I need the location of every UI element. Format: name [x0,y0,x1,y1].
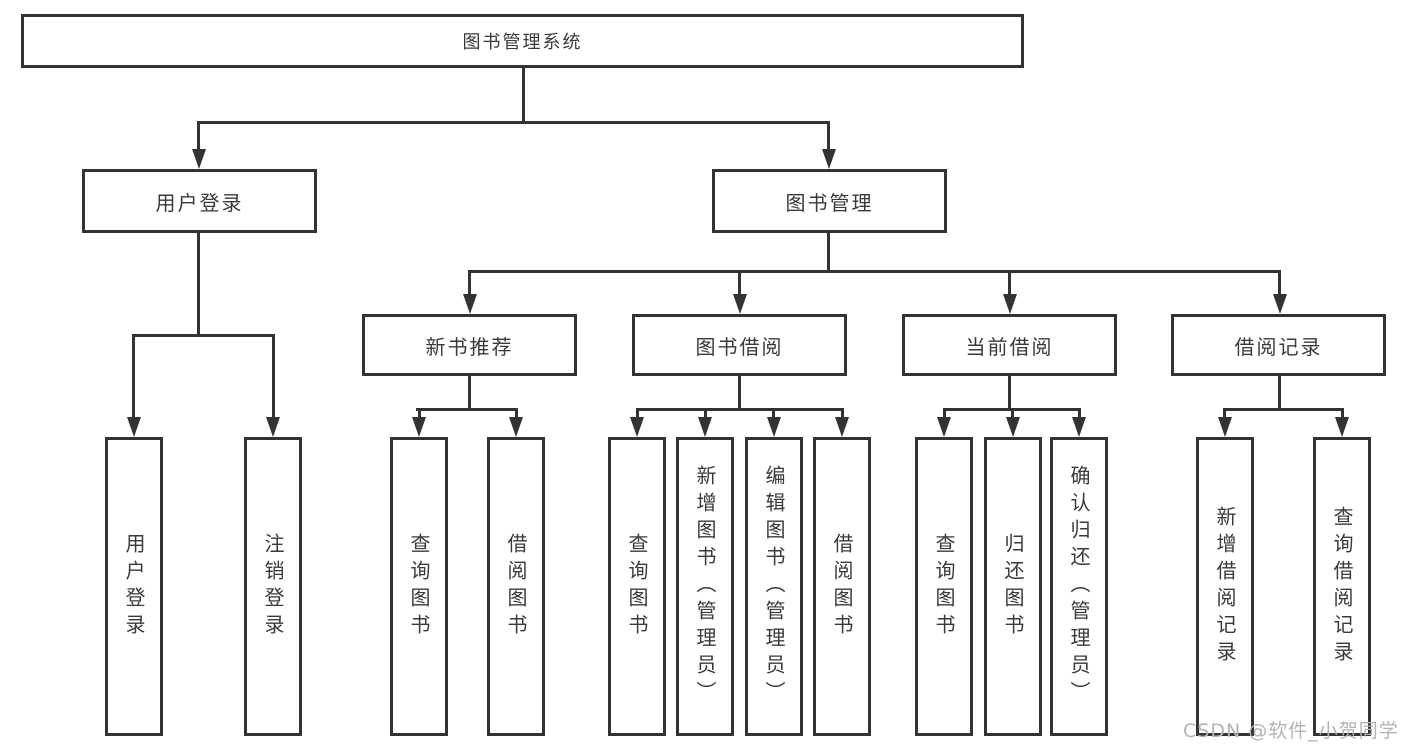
node-new-book-recommend-label: 新书推荐 [425,334,514,359]
connector-drop-book-management [827,121,830,152]
connector-drop-cb-confirm [1078,408,1081,418]
connector-drop-user-login [197,121,200,152]
arrowhead-book-management [822,149,836,169]
connector-drop-bb-query [636,408,639,418]
leaf-cb-query-books: 查询图书 [915,437,973,736]
connector-drop-current-borrow [1008,270,1011,296]
arrowhead-logout-leaf [266,417,280,437]
connector-borrow-record-stem [1278,376,1281,408]
node-current-borrow-label: 当前借阅 [965,334,1054,359]
leaf-user-login: 用户登录 [105,437,163,736]
node-borrow-record: 借阅记录 [1171,314,1386,376]
connector-level3-bar [468,270,1281,273]
leaf-br-add-record: 新增借阅记录 [1196,437,1254,736]
leaf-bb-borrow-books: 借阅图书 [813,437,871,736]
connector-level2-bar [197,121,830,124]
leaf-bb-query-books-label: 查询图书 [625,532,649,641]
arrowhead-bb-edit [767,417,781,437]
leaf-br-query-record: 查询借阅记录 [1313,437,1371,736]
arrowhead-new-book [463,294,477,314]
leaf-bb-edit-books-admin: 编辑图书（管理员） [745,437,803,736]
node-library-management-system: 图书管理系统 [21,14,1024,68]
arrowhead-br-query [1335,417,1349,437]
leaf-nb-query-books-label: 查询图书 [407,532,431,641]
node-book-management: 图书管理 [712,169,947,233]
csdn-watermark: CSDN @软件_小贺同学 [1183,720,1399,742]
arrowhead-cb-return [1006,417,1020,437]
arrowhead-nb-query [412,417,426,437]
arrowhead-book-borrow [733,294,747,314]
connector-book-borrow-stem [738,376,741,408]
node-user-login-label: 用户登录 [155,190,244,215]
arrowhead-borrow-record [1273,294,1287,314]
connector-drop-borrow-record [1278,270,1281,296]
arrowhead-bb-add [698,417,712,437]
connector-user-login-bar [132,334,275,337]
connector-root-stem [522,68,525,121]
arrowhead-bb-borrow [835,417,849,437]
node-book-borrow-label: 图书借阅 [695,334,784,359]
leaf-bb-borrow-books-label: 借阅图书 [830,532,854,641]
leaf-bb-add-books-admin: 新增图书（管理员） [676,437,734,736]
node-book-borrow: 图书借阅 [632,314,847,376]
leaf-nb-borrow-books-label: 借阅图书 [504,532,528,641]
node-current-borrow: 当前借阅 [902,314,1117,376]
leaf-bb-add-books-admin-label: 新增图书（管理员） [693,465,717,708]
leaf-user-login-label: 用户登录 [122,532,146,641]
leaf-bb-edit-books-admin-label: 编辑图书（管理员） [762,465,786,708]
node-book-management-label: 图书管理 [785,190,874,215]
connector-drop-login-leaf [132,334,135,418]
connector-drop-logout-leaf [272,334,275,418]
connector-drop-bb-add [704,408,707,418]
arrowhead-current-borrow [1003,294,1017,314]
leaf-nb-borrow-books: 借阅图书 [487,437,545,736]
leaf-nb-query-books: 查询图书 [390,437,448,736]
arrowhead-bb-query [630,417,644,437]
arrowhead-login-leaf [127,417,141,437]
leaf-logout-label: 注销登录 [261,532,285,641]
leaf-logout: 注销登录 [244,437,302,736]
connector-drop-new-book [468,270,471,296]
arrowhead-cb-confirm [1072,417,1086,437]
leaf-bb-query-books: 查询图书 [608,437,666,736]
connector-borrow-record-bar [1223,408,1344,411]
connector-book-management-stem [827,233,830,270]
connector-drop-bb-edit [772,408,775,418]
leaf-br-add-record-label: 新增借阅记录 [1213,505,1237,668]
leaf-br-query-record-label: 查询借阅记录 [1330,505,1354,668]
node-borrow-record-label: 借阅记录 [1234,334,1323,359]
leaf-cb-query-books-label: 查询图书 [932,532,956,641]
connector-drop-cb-query [943,408,946,418]
connector-new-book-stem [468,376,471,408]
connector-new-book-bar [416,408,518,411]
connector-drop-book-borrow [738,270,741,296]
leaf-cb-return-books-label: 归还图书 [1001,532,1025,641]
connector-drop-nb-borrow [515,408,518,418]
leaf-cb-confirm-return-admin: 确认归还（管理员） [1050,437,1108,736]
arrowhead-nb-borrow [509,417,523,437]
node-user-login: 用户登录 [82,169,317,233]
node-new-book-recommend: 新书推荐 [362,314,577,376]
arrowhead-cb-query [937,417,951,437]
connector-drop-br-add [1223,408,1226,418]
node-library-management-system-label: 图书管理系统 [462,32,583,53]
arrowhead-user-login [192,149,206,169]
leaf-cb-confirm-return-admin-label: 确认归还（管理员） [1067,465,1091,708]
connector-book-borrow-bar [636,408,844,411]
arrowhead-br-add [1218,417,1232,437]
connector-current-borrow-stem [1008,376,1011,408]
connector-drop-nb-query [418,408,421,418]
connector-drop-br-query [1341,408,1344,418]
leaf-cb-return-books: 归还图书 [984,437,1042,736]
connector-drop-cb-return [1011,408,1014,418]
connector-drop-bb-borrow [841,408,844,418]
connector-user-login-stem [197,233,200,334]
